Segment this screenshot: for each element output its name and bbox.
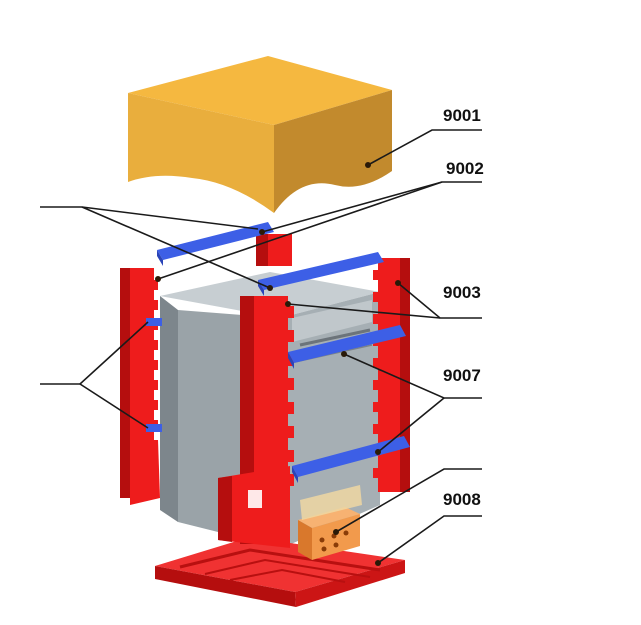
leader-lines (40, 129, 482, 566)
left-corner-post (120, 268, 160, 505)
top-cushion (128, 56, 392, 213)
bottom-tray (155, 537, 405, 607)
label-9002: 9002 (446, 159, 484, 178)
label-9007: 9007 (443, 366, 481, 385)
label-9008: 9008 (443, 490, 481, 509)
label-9003: 9003 (443, 283, 481, 302)
callout-labels: 9001 9002 9003 9007 9008 (443, 106, 484, 509)
front-corner-post (218, 296, 294, 548)
blue-bars (146, 222, 410, 483)
label-9001: 9001 (443, 106, 481, 125)
